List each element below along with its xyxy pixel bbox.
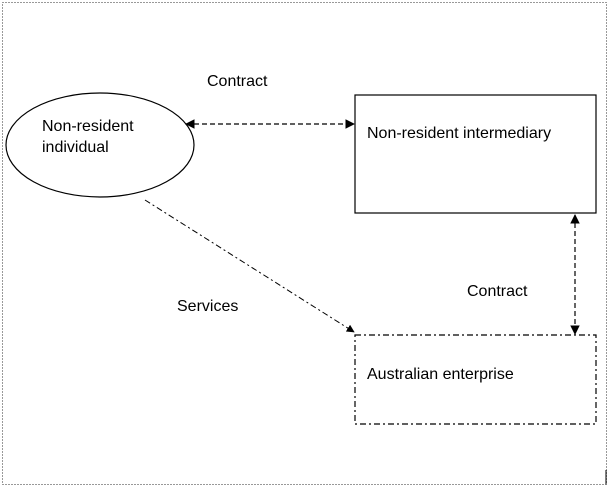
intermediary-label: Non-resident intermediary — [367, 125, 552, 142]
edge-contract-right-label: Contract — [467, 283, 528, 300]
node-intermediary-shape — [354, 94, 597, 214]
individual-label-line1: Non-resident — [42, 118, 134, 135]
edge-services — [144, 199, 355, 333]
node-enterprise-shape — [354, 334, 597, 425]
individual-label-line2: individual — [42, 139, 109, 156]
edge-services-label: Services — [177, 298, 239, 315]
node-individual-shape — [5, 92, 195, 198]
edge-contract-top-label: Contract — [207, 73, 268, 90]
enterprise-label: Australian enterprise — [367, 366, 514, 383]
